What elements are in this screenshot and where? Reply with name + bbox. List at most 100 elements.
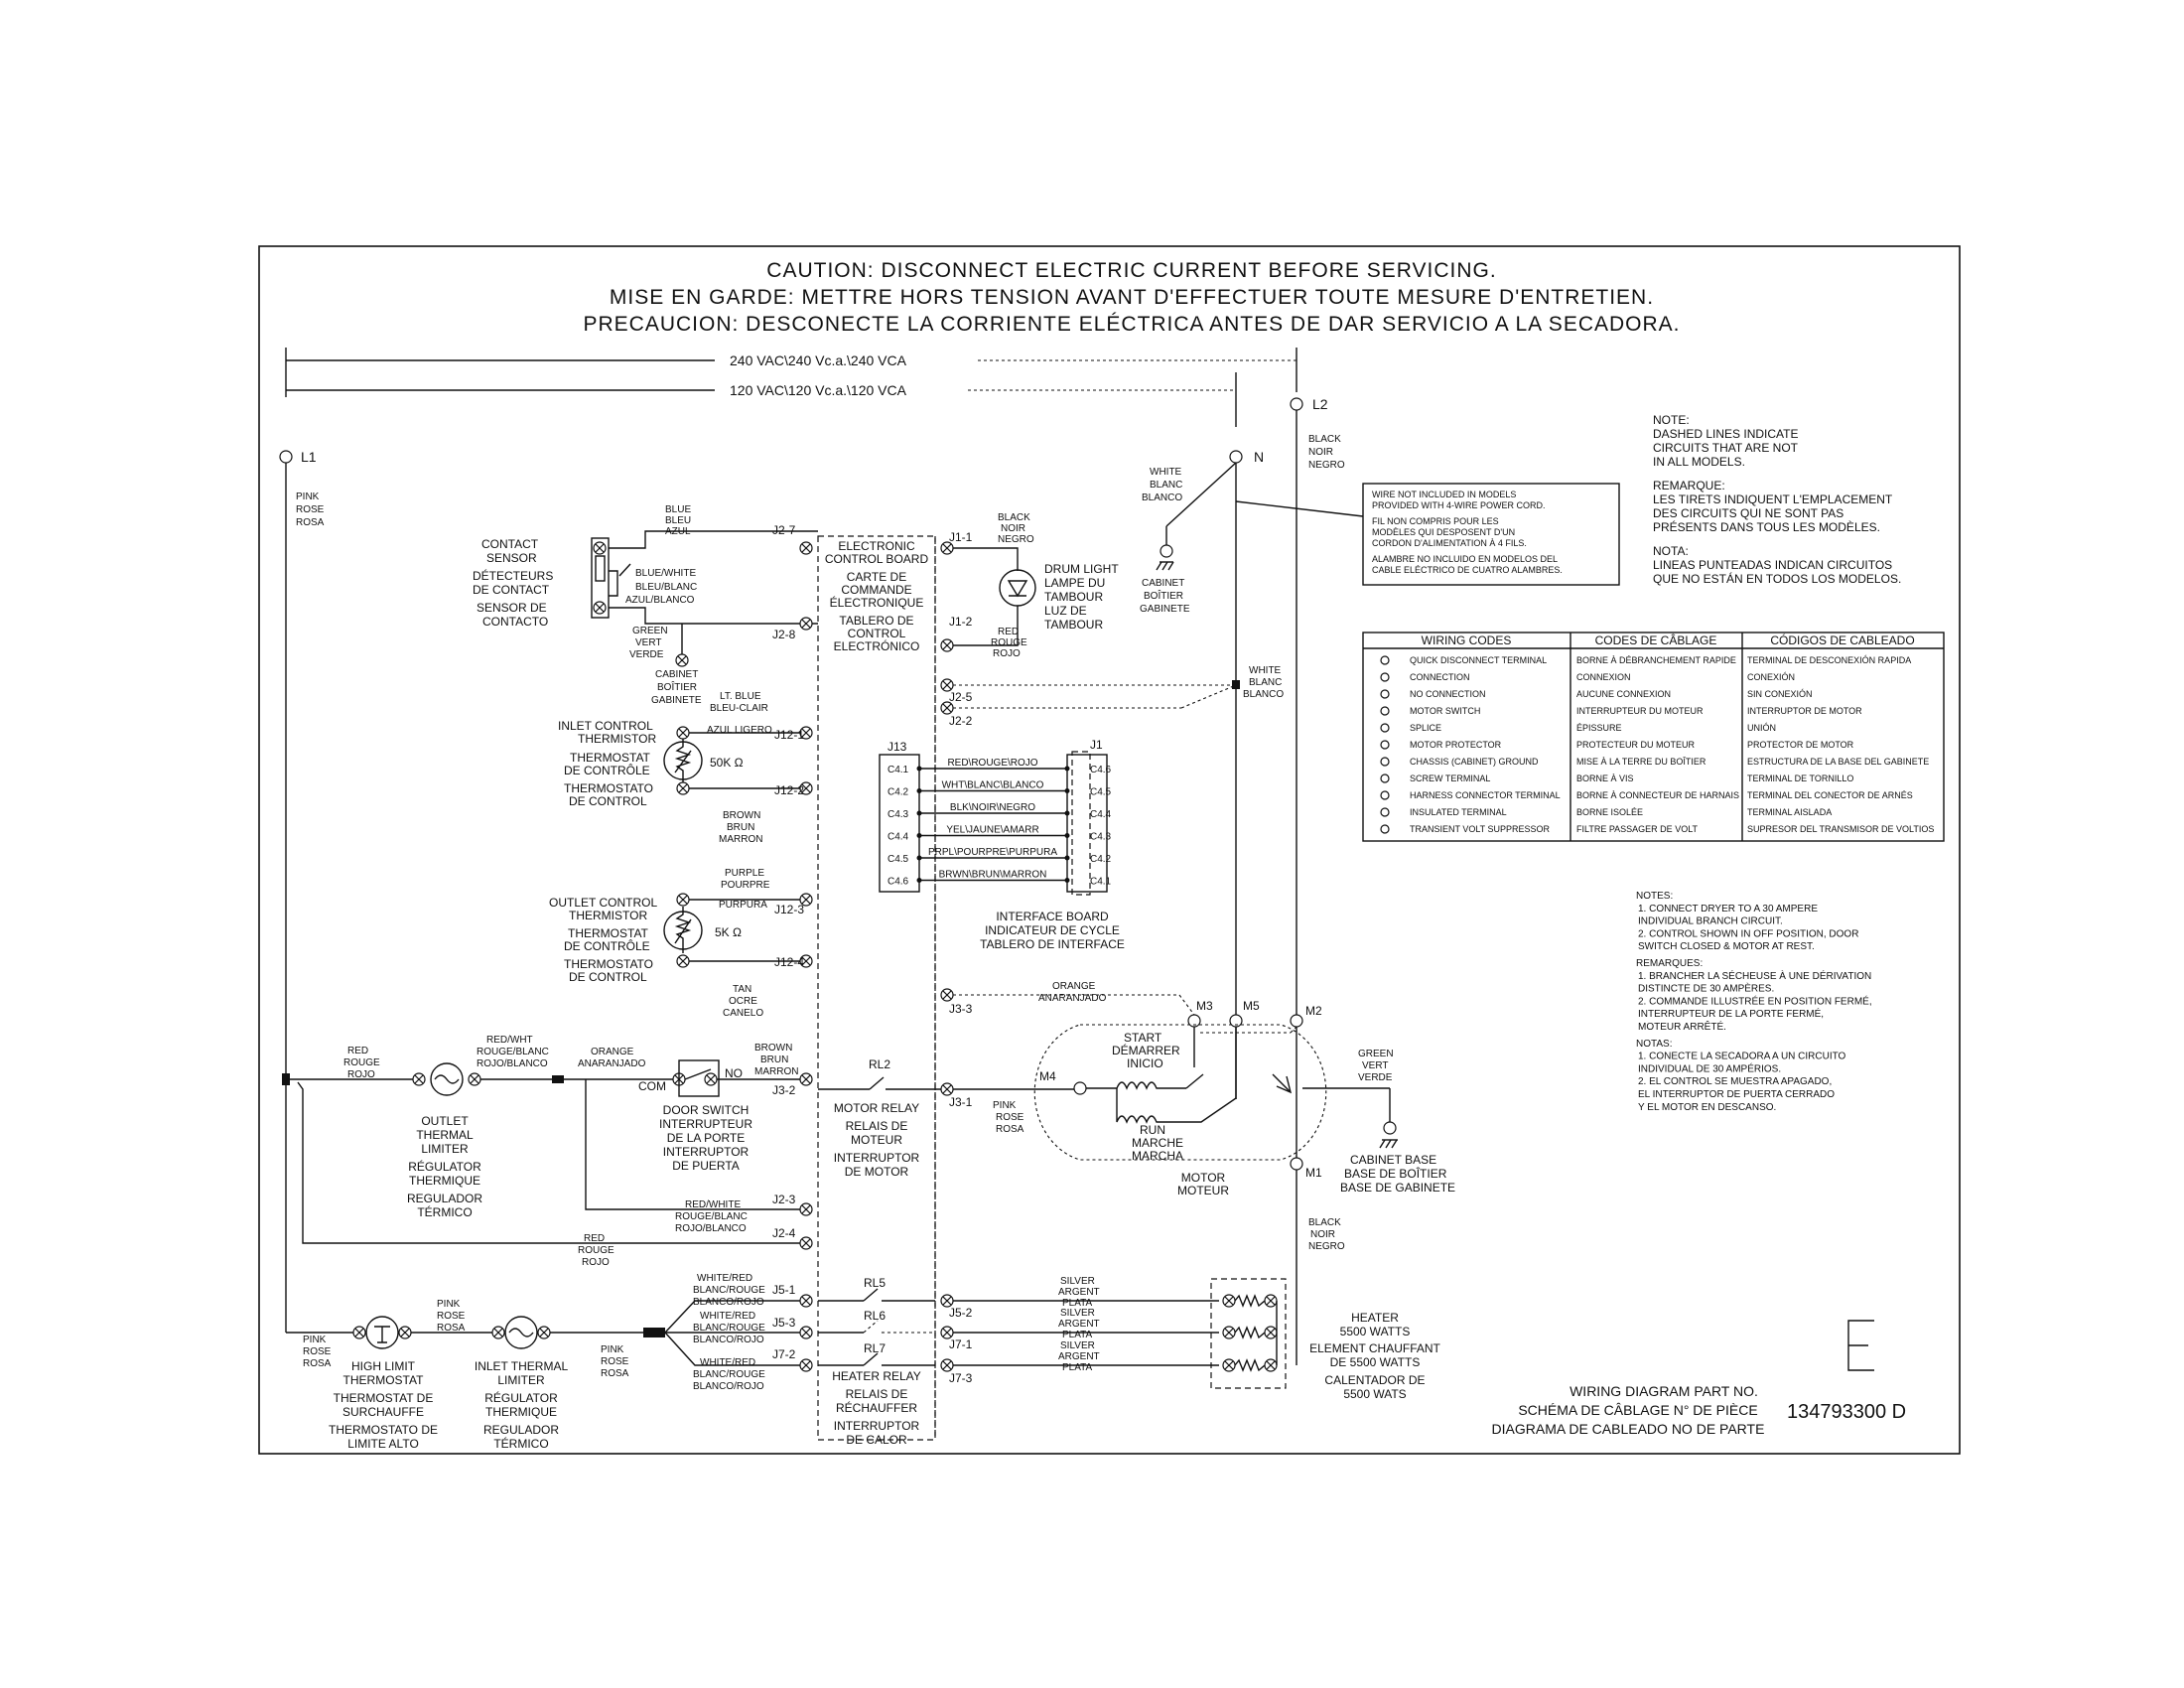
harness-pin-right: C4.5	[1090, 787, 1112, 798]
m2-terminal	[1290, 1014, 1303, 1028]
com-label: COM	[638, 1079, 666, 1093]
door-switch-label: INTERRUPTOR	[663, 1145, 750, 1159]
board-label: COMMANDE	[841, 583, 911, 597]
harness-wire-label: RED\ROUGE\ROJO	[947, 758, 1037, 769]
codes-cell: TERMINAL DE TORNILLO	[1747, 774, 1853, 783]
harness-dot	[1064, 833, 1070, 838]
black-m1-label: NEGRO	[1308, 1241, 1345, 1252]
white-red-2-label: BLANC/ROUGE	[693, 1323, 765, 1334]
m1-label: M1	[1305, 1166, 1322, 1180]
general-note-line: NOTES:	[1636, 891, 1673, 902]
note-line: QUE NO ESTÁN EN TODOS LOS MODELOS.	[1653, 571, 1901, 586]
inlet-label: DE CONTRÔLE	[564, 763, 650, 777]
inlet-label: THERMOSTATO	[564, 781, 653, 795]
brown-door-label: BRUN	[760, 1055, 788, 1065]
white-n-label: WHITE	[1150, 467, 1182, 478]
note-line: REMARQUE:	[1653, 479, 1725, 492]
code-symbol-icon	[1380, 706, 1390, 716]
blue-label: AZUL	[665, 526, 691, 537]
j12-label: J1-2	[949, 615, 973, 629]
white-red-1-label: BLANC/ROUGE	[693, 1285, 765, 1296]
pink-j31-label: ROSA	[996, 1124, 1024, 1135]
interface-label: INTERFACE BOARD	[996, 910, 1109, 923]
silver-1-label: SILVER	[1060, 1276, 1095, 1287]
j28-label: J2-8	[772, 628, 796, 641]
j51-label: J5-1	[772, 1283, 796, 1297]
codes-cell: TRANSIENT VOLT SUPPRESSOR	[1410, 824, 1551, 834]
white-red-1-label: WHITE/RED	[697, 1273, 752, 1284]
board-label: CARTE DE	[847, 570, 906, 584]
revision-letter: E	[0, 0, 6, 2]
harness-dot	[1064, 878, 1070, 883]
orange-door-label: ANARANJADO	[578, 1058, 646, 1069]
general-note-line: EL INTERRUPTOR DE PUERTA CERRADO	[1638, 1089, 1835, 1100]
red-j1-label: ROUGE	[991, 637, 1027, 648]
general-note-line: 2. EL CONTROL SE MUESTRA APAGADO,	[1638, 1076, 1832, 1087]
inlet-label: THERMISTOR	[578, 732, 656, 746]
start-label: INICIO	[1127, 1056, 1163, 1070]
contact-sensor-label: CONTACT	[481, 537, 539, 551]
codes-header-en: WIRING CODES	[1422, 633, 1512, 647]
harness-pin-left: C4.6	[887, 877, 909, 888]
pink-j31-label: ROSE	[996, 1112, 1024, 1123]
door-switch-label: DE PUERTA	[672, 1159, 740, 1173]
inlet-thermistor: 50K Ω INLET CONTROL THERMISTOR THERMOSTA…	[558, 691, 813, 845]
m2-label: M2	[1305, 1004, 1322, 1018]
j23-label: J2-3	[772, 1193, 796, 1206]
harness-dot	[916, 810, 922, 816]
board-label: CONTROL	[848, 627, 906, 640]
harness-pin-right: C4.3	[1090, 832, 1112, 843]
outlet-limiter-label: REGULADOR	[407, 1192, 482, 1205]
board-label: ELECTRONIC	[838, 539, 915, 553]
codes-cell: PROTECTOR DE MOTOR	[1747, 740, 1854, 750]
note-line: NOTA:	[1653, 544, 1689, 558]
white-red-3-label: BLANC/ROUGE	[693, 1369, 765, 1380]
red-wht-label: ROJO/BLANCO	[477, 1058, 548, 1069]
j53-label: J5-3	[772, 1316, 796, 1330]
motor-assembly: M3 M5 M2 M1 M4 START DÉMARRER INICIO RUN…	[1033, 999, 1455, 1197]
heater-relay-label: DE CALOR	[846, 1433, 907, 1447]
blue-label: BLEU	[665, 515, 691, 526]
high-limit-label: THERMOSTAT DE	[334, 1391, 434, 1405]
heater-supply-row: PINK ROSE ROSA PINK ROSE ROSA PINK ROSE …	[286, 1273, 813, 1451]
outlet-label: DE CONTROL	[569, 970, 647, 984]
codes-cell: PROTECTEUR DU MOTEUR	[1576, 740, 1696, 750]
silver-3-label: ARGENT	[1058, 1351, 1100, 1362]
wire-note-line: CABLE ELÉCTRICO DE CUATRO ALAMBRES.	[1372, 565, 1563, 575]
revision-letter-group: E	[0, 0, 1874, 1371]
general-note-line: SWITCH CLOSED & MOTOR AT REST.	[1638, 941, 1815, 952]
silver-2-label: ARGENT	[1058, 1319, 1100, 1330]
harness-dot	[1064, 855, 1070, 861]
codes-cell: TERMINAL AISLADA	[1747, 807, 1832, 817]
lt-blue-label: BLEU-CLAIR	[710, 703, 768, 714]
outlet-limiter-label: OUTLET	[421, 1114, 469, 1128]
codes-cell: BORNE À VIS	[1576, 774, 1634, 783]
j122-label: J12-2	[774, 783, 804, 797]
drawing-frame	[258, 245, 1961, 1455]
inlet-limiter-label: TÉRMICO	[493, 1436, 548, 1451]
tan-label: OCRE	[729, 996, 757, 1007]
outlet-limiter-label: THERMAL	[416, 1128, 474, 1142]
cabinet-ground-n: CABINET BOÎTIER GABINETE	[1140, 544, 1190, 615]
part-line-fr: SCHÉMA DE CÂBLAGE N° DE PIÈCE	[1518, 1402, 1757, 1418]
j25-label: J2-5	[949, 690, 973, 704]
pink-mid-label: ROSA	[437, 1323, 466, 1334]
heater-relay-label: HEATER RELAY	[832, 1369, 921, 1383]
wire-note-line: CORDON D'ALIMENTATION À 4 FILS.	[1372, 538, 1527, 548]
cabinet-n-label-es: GABINETE	[1140, 604, 1190, 615]
code-symbol-icon	[1380, 655, 1390, 665]
codes-cell: INTERRUPTEUR DU MOTEUR	[1576, 706, 1704, 716]
note-line: DES CIRCUITS QUI NE SONT PAS	[1653, 506, 1843, 520]
motor-relay-label: MOTEUR	[851, 1133, 902, 1147]
black-j1-label: NEGRO	[998, 534, 1034, 545]
note-line: CIRCUITS THAT ARE NOT	[1653, 441, 1799, 455]
harness-dot	[1064, 766, 1070, 772]
m5-label: M5	[1243, 999, 1260, 1013]
blue-white-label: BLEU/BLANC	[635, 582, 697, 593]
black-m1-label: BLACK	[1308, 1217, 1341, 1228]
note-line: DASHED LINES INDICATE	[1653, 427, 1798, 441]
red-j1-label: RED	[998, 627, 1019, 637]
codes-cell: INSULATED TERMINAL	[1410, 807, 1507, 817]
